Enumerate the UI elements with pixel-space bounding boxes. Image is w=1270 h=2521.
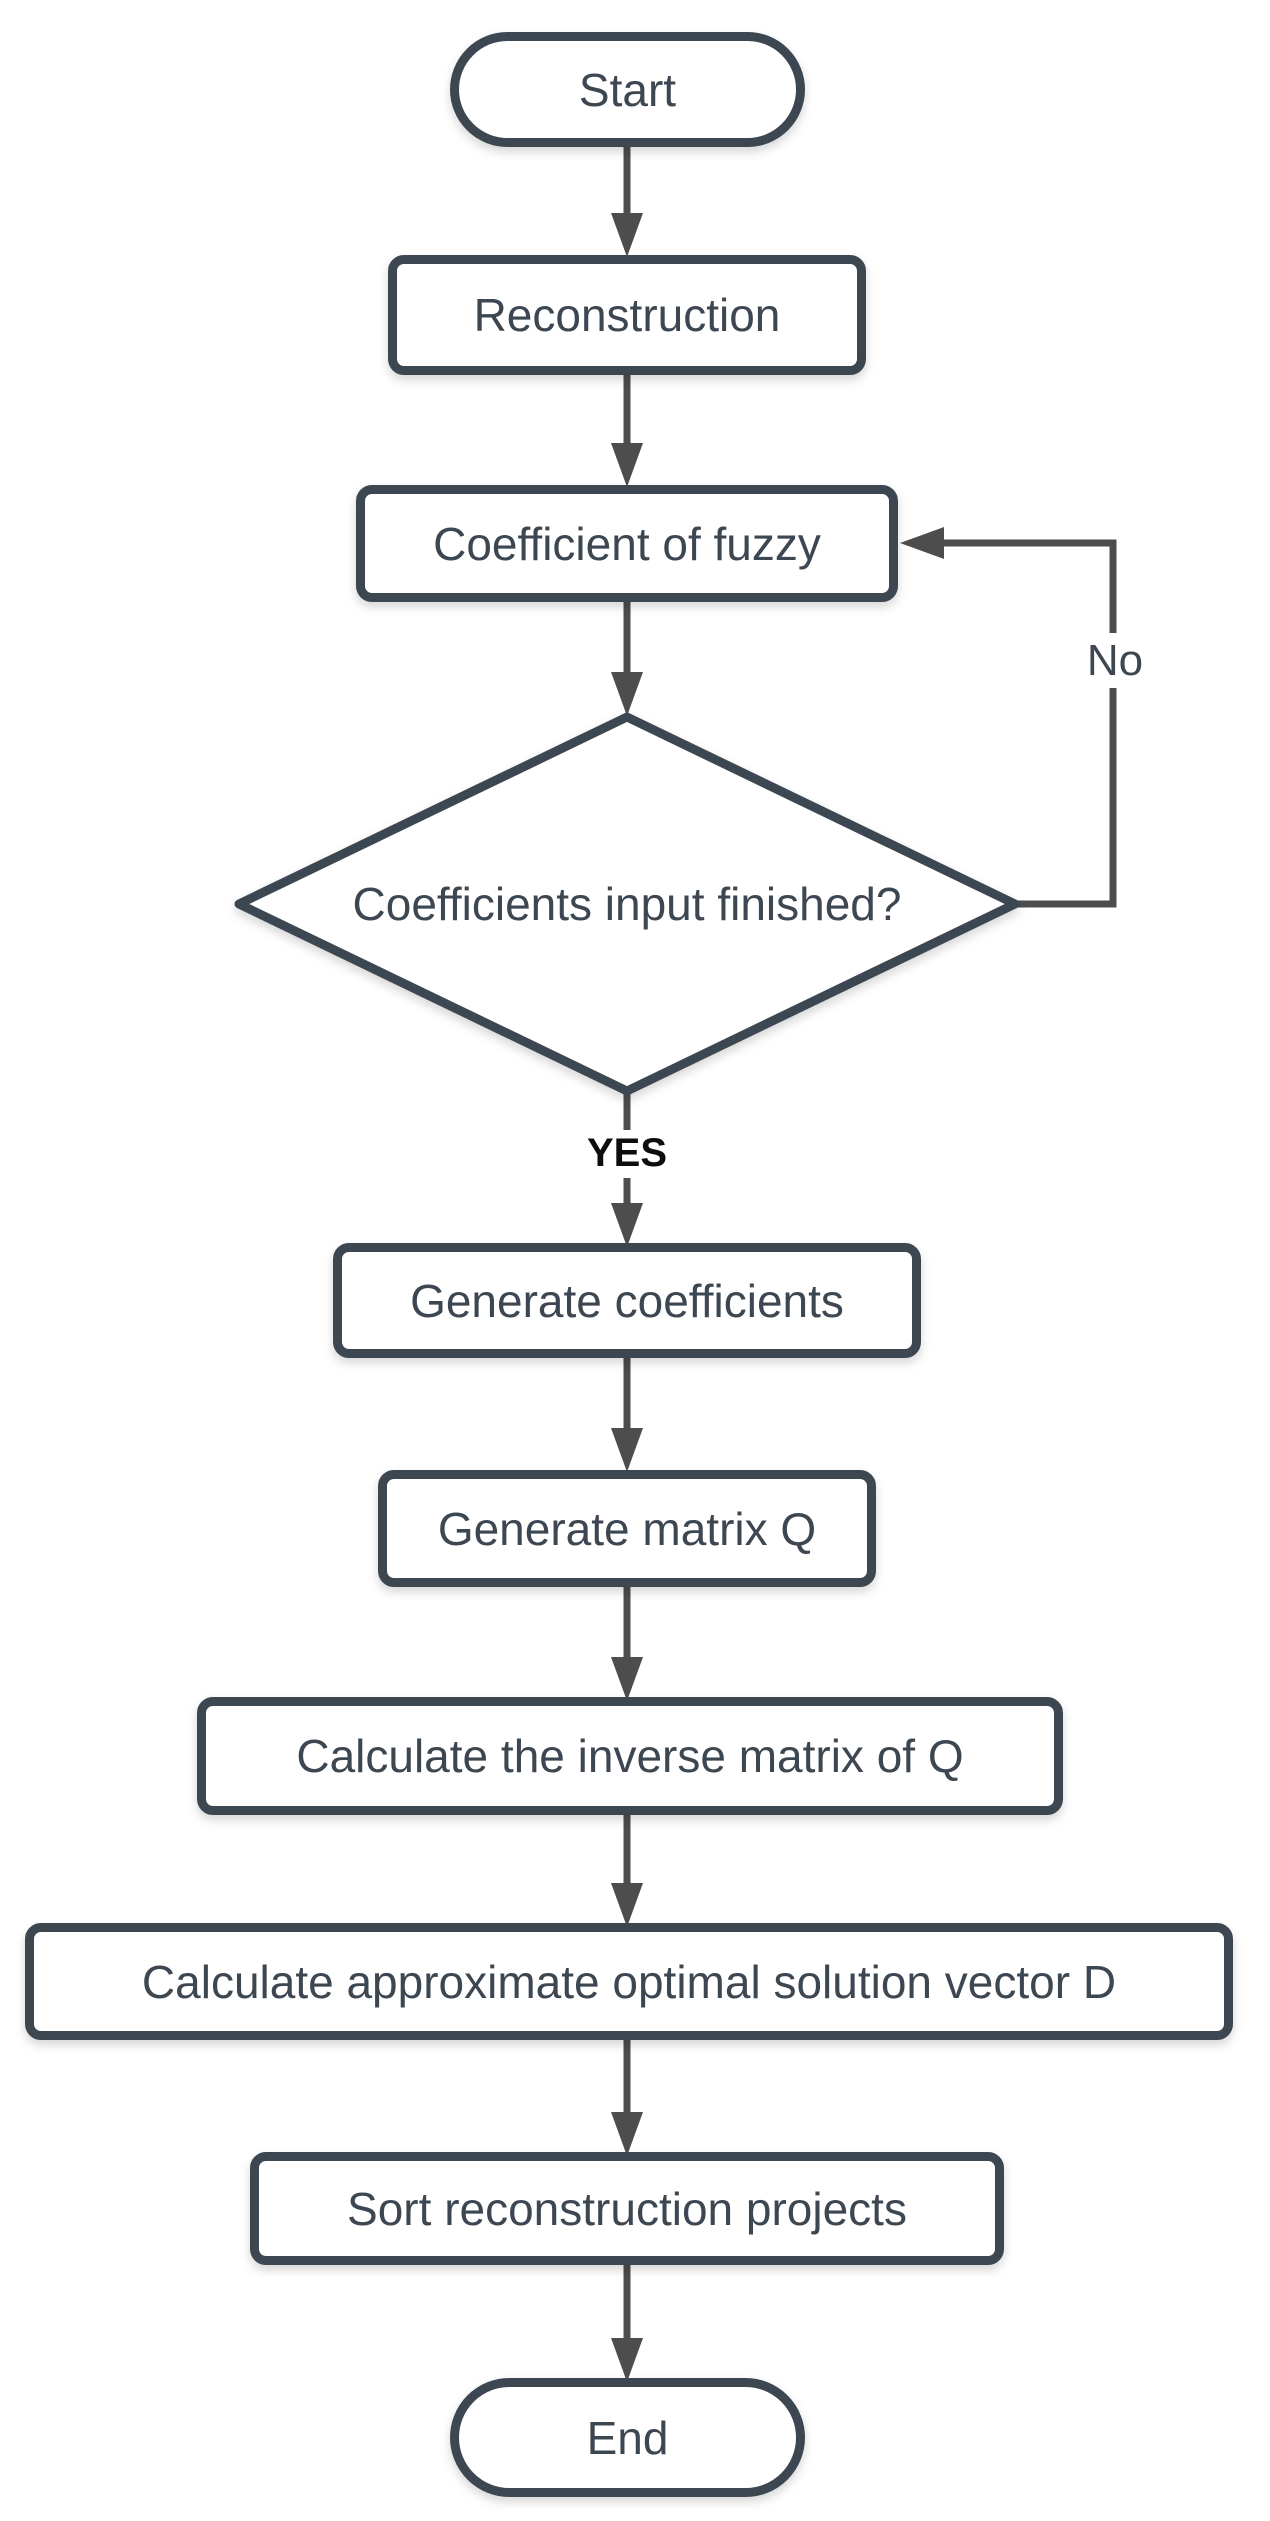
edge-label-yes-text: YES (586, 1130, 668, 1175)
arrow-decision-no-upper (944, 539, 1117, 633)
node-coefficient-of-fuzzy-label: Coefficient of fuzzy (433, 517, 821, 570)
arrowhead-inverse-to-approx (611, 1883, 643, 1927)
edge-label-no: No (1045, 636, 1185, 686)
node-generate-coefficients-label: Generate coefficients (410, 1274, 844, 1327)
arrowhead-reconstruction-to-coefficient (611, 443, 643, 487)
node-generate-matrix-q-label: Generate matrix Q (437, 1502, 817, 1555)
node-generate-coefficients: Generate coefficients (333, 1243, 921, 1358)
arrowhead-approx-to-sort (611, 2112, 643, 2156)
node-end-label: End (586, 2411, 669, 2464)
node-reconstruction-label: Reconstruction (473, 289, 781, 341)
node-start: Start (450, 32, 805, 147)
node-calculate-inverse-matrix-of-q-label: Calculate the inverse matrix of Q (296, 1730, 964, 1782)
decision-label: Coefficients input finished? (277, 834, 977, 974)
arrowhead-start-to-reconstruction (611, 213, 643, 257)
decision-diamond (234, 712, 1020, 1096)
arrowhead-no-to-coefficient (900, 527, 944, 559)
edge-label-no-text: No (1086, 636, 1144, 685)
edge-label-yes: YES (547, 1128, 707, 1178)
arrowhead-matrix-to-inverse (611, 1657, 643, 1701)
node-calculate-inverse-matrix-of-q: Calculate the inverse matrix of Q (197, 1697, 1063, 1815)
node-sort-reconstruction-projects-label: Sort reconstruction projects (347, 2182, 907, 2235)
decision-question-text: Coefficients input finished? (352, 878, 902, 930)
node-sort-reconstruction-projects: Sort reconstruction projects (250, 2152, 1004, 2265)
node-generate-matrix-q: Generate matrix Q (378, 1470, 876, 1587)
arrowhead-sort-to-end (611, 2338, 643, 2382)
arrowhead-coefficient-to-decision (611, 672, 643, 716)
node-reconstruction: Reconstruction (388, 255, 866, 375)
arrow-decision-no-lower (1015, 688, 1117, 908)
node-end: End (450, 2378, 805, 2497)
arrowhead-generate-coefficients-to-matrix (611, 1428, 643, 1472)
node-coefficient-of-fuzzy: Coefficient of fuzzy (356, 485, 898, 602)
node-calculate-approximate-optimal-solution-vector-d: Calculate approximate optimal solution v… (25, 1923, 1233, 2040)
node-start-label: Start (578, 63, 677, 116)
node-calculate-approximate-optimal-solution-vector-d-label: Calculate approximate optimal solution v… (141, 1955, 1117, 2008)
arrowhead-decision-to-generate-coefficients (611, 1203, 643, 1247)
connectors (611, 145, 1117, 2382)
